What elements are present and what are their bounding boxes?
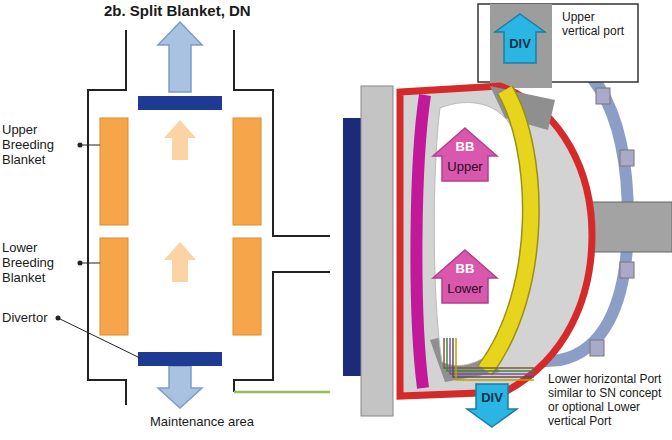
service-pipe (456, 338, 534, 380)
inboard-blanket (416, 95, 425, 388)
label-holder: Lower Breeding Blanket (2, 240, 64, 285)
transfer-arrow: DIV (495, 14, 545, 63)
label-holder: Maintenance area (150, 414, 254, 429)
leader-line (80, 263, 100, 264)
vessel-outline (88, 30, 330, 405)
coil-support (620, 150, 634, 166)
diagram-title: 2b. Split Blanket, DN (104, 2, 251, 19)
transfer-arrow: BB Upper (433, 128, 497, 181)
exhaust-arrow (158, 22, 202, 92)
arrow-text: Upper (447, 159, 482, 174)
label-holder: Upper Breeding Blanket (2, 122, 64, 167)
service-pipe (453, 338, 534, 377)
arrow-outline (433, 250, 497, 303)
coil-support (596, 88, 610, 104)
divertor-bar (138, 96, 222, 110)
part-label: Upper vertical port (562, 10, 632, 38)
arrow-text: BB (456, 261, 475, 276)
arrow-text: Lower (447, 281, 482, 296)
arrow-text: DIV (509, 36, 531, 51)
part-label: Upper Breeding Blanket (2, 122, 64, 167)
blanket-bar (233, 118, 261, 225)
outboard-blanket-edge (485, 90, 531, 370)
coil-inner-leg (361, 86, 393, 416)
part-label: Lower Breeding Blanket (2, 240, 64, 285)
leader-line (80, 145, 100, 146)
label-holder: Divertor (2, 310, 48, 325)
coil-support (620, 262, 634, 278)
part-label: Maintenance area (150, 414, 254, 429)
service-pipe (444, 338, 534, 368)
central-coil (343, 118, 361, 376)
leader-line (58, 318, 140, 358)
arrow-outline (495, 14, 545, 63)
vacuum-vessel (400, 86, 592, 396)
coil-support (590, 340, 604, 356)
removal-arrow (164, 120, 196, 160)
label-holder: Lower horizontal Port similar to SN conc… (548, 372, 662, 428)
transfer-arrow: BB Lower (433, 250, 497, 303)
blanket-bar (100, 238, 128, 335)
maintenance-area-line (234, 391, 330, 394)
upper-port-column (490, 4, 552, 88)
blanket-bar (100, 118, 128, 225)
divertor-bar (138, 352, 222, 366)
outboard-blanket (485, 90, 531, 370)
arrow-outline (433, 128, 497, 181)
blanket-bar (233, 238, 261, 335)
arrow-text: BB (456, 139, 475, 154)
arrow-text: DIV (481, 390, 503, 405)
label-holder: Upper vertical port (562, 10, 632, 38)
service-pipe (447, 338, 534, 371)
part-label: Lower horizontal Port similar to SN conc… (548, 372, 662, 428)
service-pipe (450, 338, 534, 374)
title-holder: 2b. Split Blanket, DN (104, 2, 251, 19)
exhaust-arrow (158, 366, 202, 408)
transfer-arrow: DIV (467, 384, 517, 427)
arrow-outline (467, 384, 517, 427)
removal-arrow (164, 242, 196, 282)
part-label: Divertor (2, 310, 48, 325)
